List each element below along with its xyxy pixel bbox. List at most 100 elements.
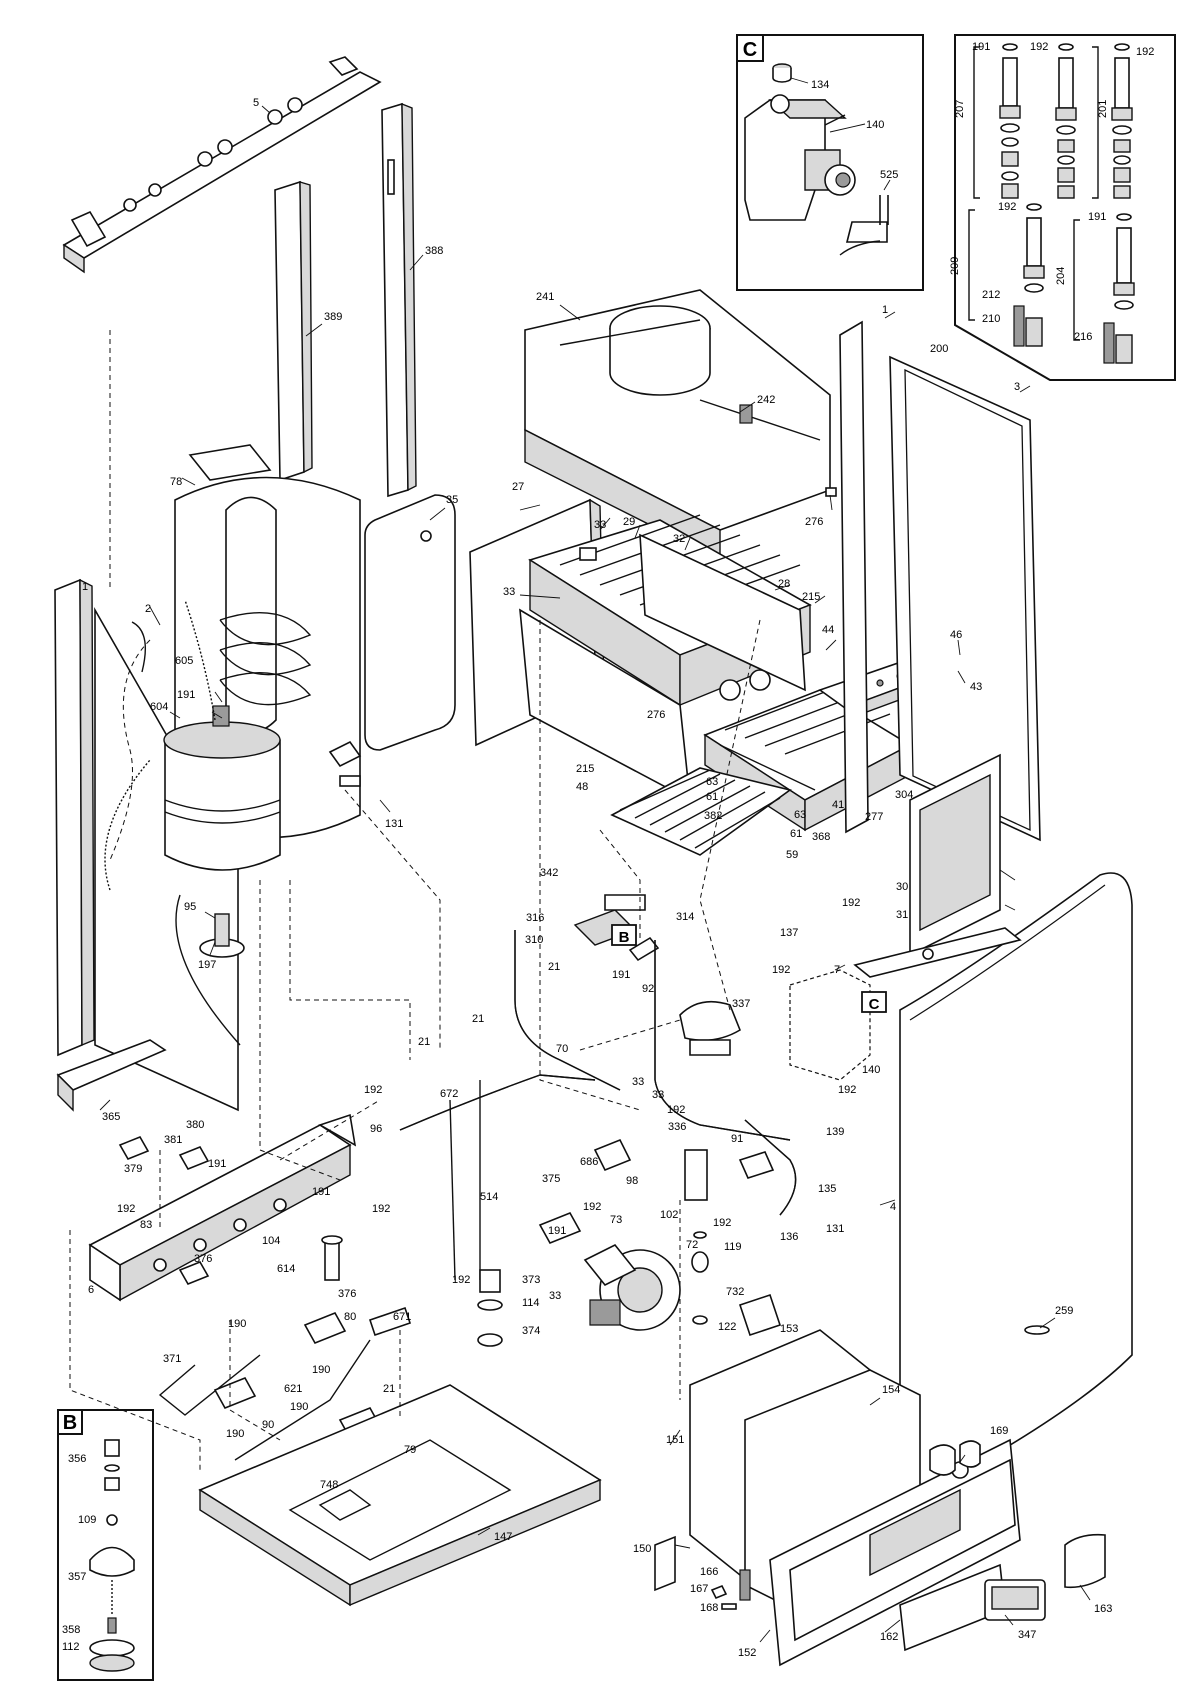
label-204: 204	[1055, 267, 1067, 285]
label-4: 4	[890, 1201, 896, 1213]
label-277: 277	[865, 811, 883, 823]
label-276a: 276	[805, 516, 823, 528]
label-241: 241	[536, 291, 554, 303]
label-192i: 192	[372, 1203, 390, 1215]
label-109: 109	[78, 1514, 96, 1526]
label-72: 72	[686, 1239, 698, 1251]
label-614: 614	[277, 1263, 295, 1275]
expansion-vessel-604	[104, 599, 281, 891]
label-92: 92	[642, 983, 654, 995]
label-32: 32	[673, 533, 685, 545]
label-96: 96	[370, 1123, 382, 1135]
label-192h: 192	[713, 1217, 731, 1229]
label-63b: 63	[794, 809, 806, 821]
label-216: 216	[1074, 331, 1092, 343]
label-167: 167	[690, 1583, 708, 1595]
label-33c: 33	[632, 1076, 644, 1088]
label-162: 162	[880, 1631, 898, 1643]
label-168: 168	[700, 1602, 718, 1614]
label-209: 209	[949, 257, 961, 275]
diverter-310: B	[573, 894, 660, 962]
label-380: 380	[186, 1119, 204, 1131]
label-371: 371	[163, 1353, 181, 1365]
label-365: 365	[102, 1111, 120, 1123]
label-525: 525	[880, 169, 898, 181]
label-310: 310	[525, 934, 543, 946]
label-1b: 1	[82, 581, 88, 593]
label-304: 304	[895, 789, 913, 801]
label-73: 73	[610, 1214, 622, 1226]
label-78: 78	[170, 476, 182, 488]
label-134: 134	[811, 79, 829, 91]
front-cover-4	[899, 872, 1133, 1497]
label-30: 30	[896, 881, 908, 893]
label-152: 152	[738, 1647, 756, 1659]
label-368: 368	[812, 831, 830, 843]
label-356: 356	[68, 1453, 86, 1465]
label-150: 150	[633, 1543, 651, 1555]
label-192c: 192	[838, 1084, 856, 1096]
label-95: 95	[184, 901, 196, 913]
label-21c: 21	[418, 1036, 430, 1048]
label-192g: 192	[583, 1201, 601, 1213]
label-191e: 191	[312, 1186, 330, 1198]
label-104: 104	[262, 1235, 280, 1247]
label-31: 31	[896, 909, 908, 921]
label-342: 342	[540, 867, 558, 879]
dashed-guides	[69, 619, 761, 1470]
label-147: 147	[494, 1531, 512, 1543]
inset-c-letter: C	[743, 39, 757, 61]
label-21b: 21	[472, 1013, 484, 1025]
label-139: 139	[826, 1126, 844, 1138]
label-2: 2	[145, 603, 151, 615]
label-44: 44	[822, 624, 834, 636]
label-514: 514	[480, 1191, 498, 1203]
label-672: 672	[440, 1088, 458, 1100]
label-374: 374	[522, 1325, 540, 1337]
label-131a: 131	[385, 818, 403, 830]
leaders	[99, 304, 1091, 1643]
label-748: 748	[320, 1479, 338, 1491]
label-686: 686	[580, 1156, 598, 1168]
label-140b: 140	[866, 119, 884, 131]
inset-spares-pipes	[954, 34, 1176, 381]
label-33e: 33	[549, 1290, 561, 1302]
bracket-7	[853, 927, 1022, 978]
fascia	[899, 1533, 1106, 1652]
label-381: 381	[164, 1134, 182, 1146]
label-190c: 190	[290, 1401, 308, 1413]
label-210: 210	[982, 313, 1000, 325]
label-191c: 191	[208, 1158, 226, 1170]
label-347: 347	[1018, 1629, 1036, 1641]
label-192f: 192	[117, 1203, 135, 1215]
pump-72	[583, 1243, 681, 1331]
label-33d: 33	[652, 1089, 664, 1101]
label-215b: 215	[576, 763, 594, 775]
label-358: 358	[62, 1624, 80, 1636]
label-119: 119	[724, 1241, 742, 1253]
label-373: 373	[522, 1274, 540, 1286]
label-21d: 21	[383, 1383, 395, 1395]
label-192l: 192	[1136, 46, 1154, 58]
label-259: 259	[1055, 1305, 1073, 1317]
label-122: 122	[718, 1321, 736, 1333]
label-336: 336	[668, 1121, 686, 1133]
label-190a: 190	[228, 1318, 246, 1330]
label-48: 48	[576, 781, 588, 793]
label-621: 621	[284, 1383, 302, 1395]
label-192d: 192	[667, 1104, 685, 1116]
uprights	[274, 102, 424, 498]
label-137: 137	[780, 927, 798, 939]
actuator-337: C	[679, 969, 887, 1081]
right-frame	[839, 320, 1041, 957]
label-276b: 276	[647, 709, 665, 721]
label-166: 166	[700, 1566, 718, 1578]
label-671: 671	[393, 1311, 411, 1323]
grille-48	[610, 767, 792, 856]
label-83: 83	[140, 1219, 152, 1231]
label-197: 197	[198, 959, 216, 971]
label-70: 70	[556, 1043, 568, 1055]
label-357: 357	[68, 1571, 86, 1583]
